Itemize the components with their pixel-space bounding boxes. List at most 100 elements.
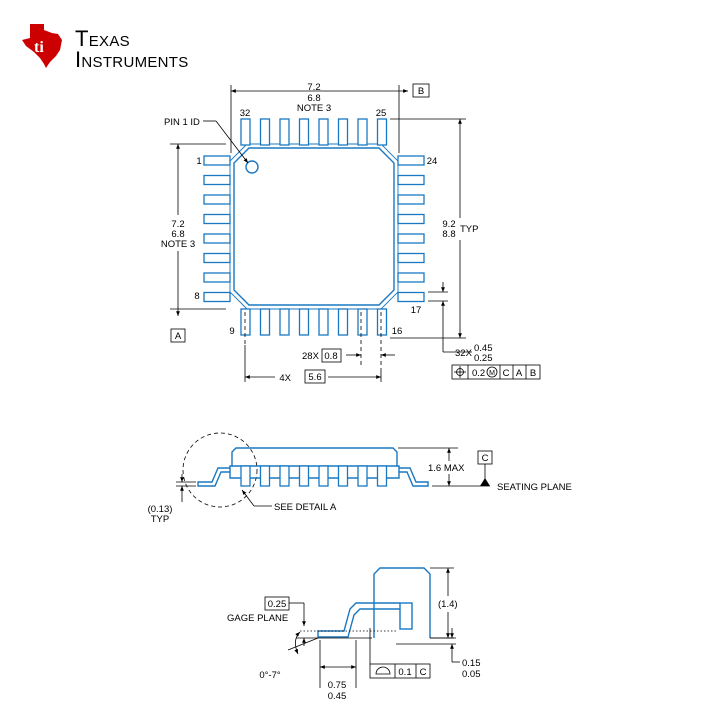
pin-bottom (357, 308, 368, 336)
position-tolerance-frame: 0.2 M C A B (451, 364, 541, 380)
profile-symbol-icon (375, 666, 391, 675)
fcf-datum-1: C (503, 368, 510, 379)
datum-a-box (170, 328, 186, 343)
side-lead-left (197, 467, 230, 487)
pin-top (279, 118, 290, 146)
datum-c: C (482, 453, 489, 464)
pin-top (376, 118, 388, 146)
detail-lead-stub (399, 602, 413, 630)
ti-logo: ti Texas Instruments (22, 24, 189, 72)
pin1-marker (245, 160, 259, 174)
lead-width-min: 0.25 (474, 353, 493, 364)
flatness-value: 0.1 (398, 667, 411, 678)
side-lead (376, 465, 388, 487)
logo-line-1: Texas (75, 26, 130, 51)
pin-right (397, 233, 425, 244)
pins-top (240, 118, 388, 146)
fcf-datum-2: A (516, 368, 523, 379)
top-width-note: NOTE 3 (297, 103, 331, 114)
side-lead (337, 465, 349, 487)
pin-25-label: 25 (376, 108, 387, 119)
pin-1-label: 1 (196, 156, 201, 167)
package-body-outline (229, 143, 399, 310)
side-lead (240, 465, 251, 487)
detail-body (373, 567, 431, 638)
pin-bottom (279, 308, 290, 336)
span-value: 5.6 (308, 372, 321, 383)
flatness-datum: C (420, 667, 427, 678)
pin-top (240, 118, 251, 146)
pin-right (397, 213, 425, 225)
left-height-min: 6.8 (171, 229, 184, 240)
pin-bottom (240, 308, 251, 336)
right-height-suffix: TYP (460, 224, 478, 235)
pin-left (203, 213, 231, 225)
pin-left (203, 252, 231, 264)
pin-left (203, 233, 231, 244)
pins-right (397, 155, 425, 303)
detail-standoff-min: 0.05 (462, 669, 481, 680)
fcf-tolerance: 0.2 (472, 368, 485, 379)
side-standoff: (0.13) (148, 504, 173, 515)
pitch-value: 0.8 (324, 351, 337, 362)
datum-b-box (412, 83, 430, 98)
pin-left (203, 291, 231, 303)
left-height-max: 7.2 (171, 219, 184, 230)
detail-lead (317, 602, 400, 638)
pin-bottom (376, 308, 388, 336)
pin-bottom (259, 308, 271, 336)
foot-length-max: 0.75 (328, 680, 347, 691)
pitch-value-box (321, 348, 342, 363)
side-standoff-suffix: TYP (151, 514, 169, 525)
lead-count-label: 32X (455, 348, 473, 359)
datum-a: A (175, 331, 182, 342)
see-detail-a: SEE DETAIL A (274, 502, 337, 513)
side-body (229, 447, 400, 479)
pin-8-label: 8 (194, 291, 199, 302)
side-lead-right (399, 467, 429, 487)
datum-b: B (418, 86, 424, 97)
pin-left (203, 174, 231, 186)
logo-line-2: Instruments (75, 47, 189, 72)
side-lead (259, 465, 271, 487)
pins-left (203, 155, 231, 303)
lead-width-max: 0.45 (474, 343, 493, 354)
side-leads (240, 465, 388, 487)
gage-plane-label: GAGE PLANE (227, 613, 288, 624)
side-view: 1.6 MAX C SEATING PLANE (0.13) TYP SEE D… (148, 432, 572, 525)
side-lead (298, 465, 310, 487)
top-view: 7.2 6.8 NOTE 3 B 32 25 1 8 24 17 9 16 PI… (161, 82, 541, 384)
pin-bottom (298, 308, 310, 336)
pin-32-label: 32 (240, 108, 251, 119)
pin-top (259, 118, 271, 146)
side-lead (279, 465, 290, 487)
pin-left (203, 194, 231, 205)
lead-angle: 0°-7° (259, 670, 281, 681)
pin-top (318, 118, 329, 146)
pin-right (397, 291, 425, 303)
gage-value: 0.25 (268, 599, 287, 610)
top-width-max: 7.2 (307, 82, 320, 93)
detail-standoff-max: 0.15 (462, 658, 481, 669)
pin-9-label: 9 (229, 326, 234, 337)
pin-right (397, 155, 425, 166)
pin-right (397, 194, 425, 205)
span-value-box (304, 369, 326, 384)
pin-bottom (318, 308, 329, 336)
pin-left (203, 155, 231, 166)
flatness-frame: 0.1 C (369, 628, 431, 679)
left-height-note: NOTE 3 (161, 239, 195, 250)
fcf-modifier: M (489, 370, 495, 377)
detail-body-height: (1.4) (438, 599, 458, 610)
pin-right (397, 252, 425, 264)
top-width-min: 6.8 (307, 93, 320, 104)
right-height-max: 9.2 (442, 219, 455, 230)
pin-16-label: 16 (392, 326, 403, 337)
svg-text:ti: ti (34, 39, 44, 56)
texas-state-icon (22, 24, 62, 68)
span-label: 4X (279, 373, 291, 384)
detail-a-view: (1.4) 0.25 GAGE PLANE 0°-7° 0.75 0.45 0.… (227, 567, 481, 702)
pins-bottom (240, 308, 388, 336)
pin-bottom (337, 308, 349, 336)
